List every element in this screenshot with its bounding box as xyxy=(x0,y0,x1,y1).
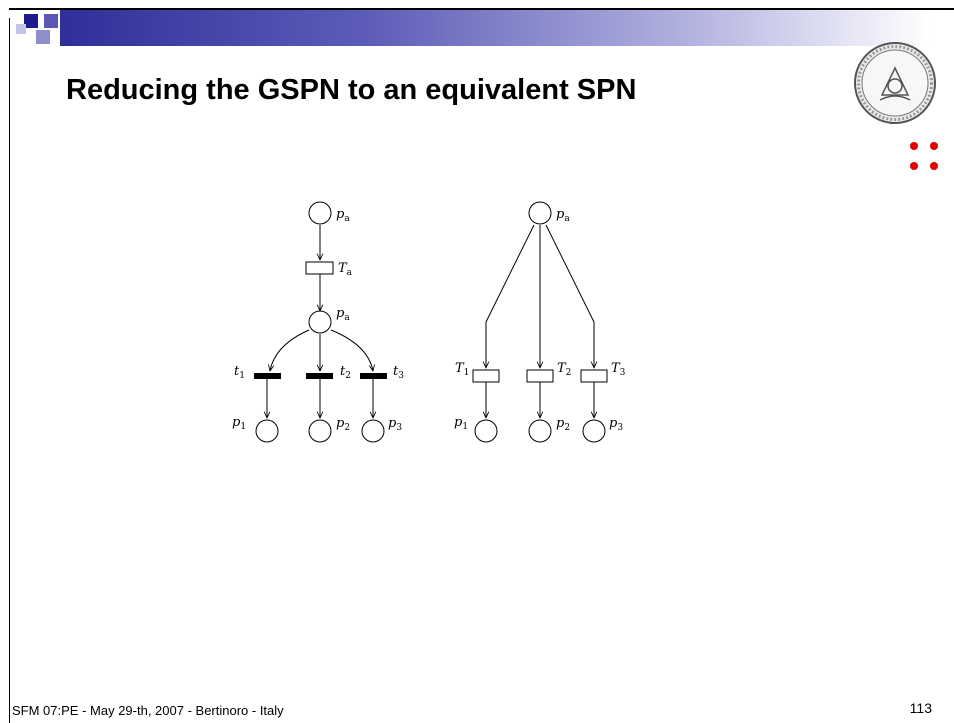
spn-place-p2 xyxy=(528,419,552,443)
gspn-immediate-transition-t2 xyxy=(306,373,333,379)
spn-timed-transition-t1 xyxy=(472,369,500,383)
spn-place-p1 xyxy=(474,419,498,443)
spn-timed-transition-t3 xyxy=(580,369,608,383)
spn-timed-transition-t2 xyxy=(526,369,554,383)
decor-square xyxy=(24,14,38,28)
spn-label-p2: p2 xyxy=(556,416,570,433)
spn-label-t1: T1 xyxy=(455,361,469,378)
slide-footer: SFM 07:PE - May 29-th, 2007 - Bertinoro … xyxy=(12,703,284,718)
gspn-label-p1: p1 xyxy=(232,415,246,432)
gspn-immediate-transition-t3 xyxy=(360,373,387,379)
page-number: 113 xyxy=(909,700,932,716)
slide-top-border xyxy=(9,8,954,10)
gspn-place-p2 xyxy=(308,419,332,443)
gspn-label-p2: p2 xyxy=(336,416,350,433)
spn-label-t3: T3 xyxy=(611,361,626,378)
gspn-label-t2: t2 xyxy=(340,364,351,381)
spn-label-p1: p1 xyxy=(454,415,468,432)
gspn-timed-transition-ta xyxy=(305,261,334,275)
gspn-place-p3 xyxy=(361,419,385,443)
decor-square xyxy=(44,14,58,28)
gspn-label-t3: t3 xyxy=(393,364,404,381)
gspn-label-pa-top: pa xyxy=(336,207,350,224)
gspn-label-p3: p3 xyxy=(388,416,402,433)
slide-title: Reducing the GSPN to an equivalent SPN xyxy=(66,74,637,106)
university-seal-icon xyxy=(854,42,936,124)
gspn-place-p1 xyxy=(255,419,279,443)
slide-left-border xyxy=(9,18,10,723)
spn-place-pa xyxy=(528,201,552,225)
spn-label-p3: p3 xyxy=(609,416,623,433)
title-banner xyxy=(60,10,930,46)
red-dots-icon xyxy=(910,142,938,170)
gspn-immediate-transition-t1 xyxy=(254,373,281,379)
decor-square xyxy=(36,30,50,44)
spn-net: pa T1 T2 T3 p1 p2 p3 xyxy=(454,201,626,443)
spn-label-pa: pa xyxy=(556,207,570,224)
gspn-label-pa-mid: pa xyxy=(336,306,350,323)
gspn-label-ta: Ta xyxy=(338,261,353,278)
gspn-label-t1: t1 xyxy=(234,364,245,381)
gspn-place-pa-top xyxy=(308,201,332,225)
spn-label-t2: T2 xyxy=(557,361,571,378)
decor-square xyxy=(16,24,26,34)
gspn-place-pa-mid xyxy=(308,310,332,334)
gspn-net: pa Ta pa t1 t2 t3 p1 p2 p3 xyxy=(232,201,404,443)
spn-place-p3 xyxy=(582,419,606,443)
